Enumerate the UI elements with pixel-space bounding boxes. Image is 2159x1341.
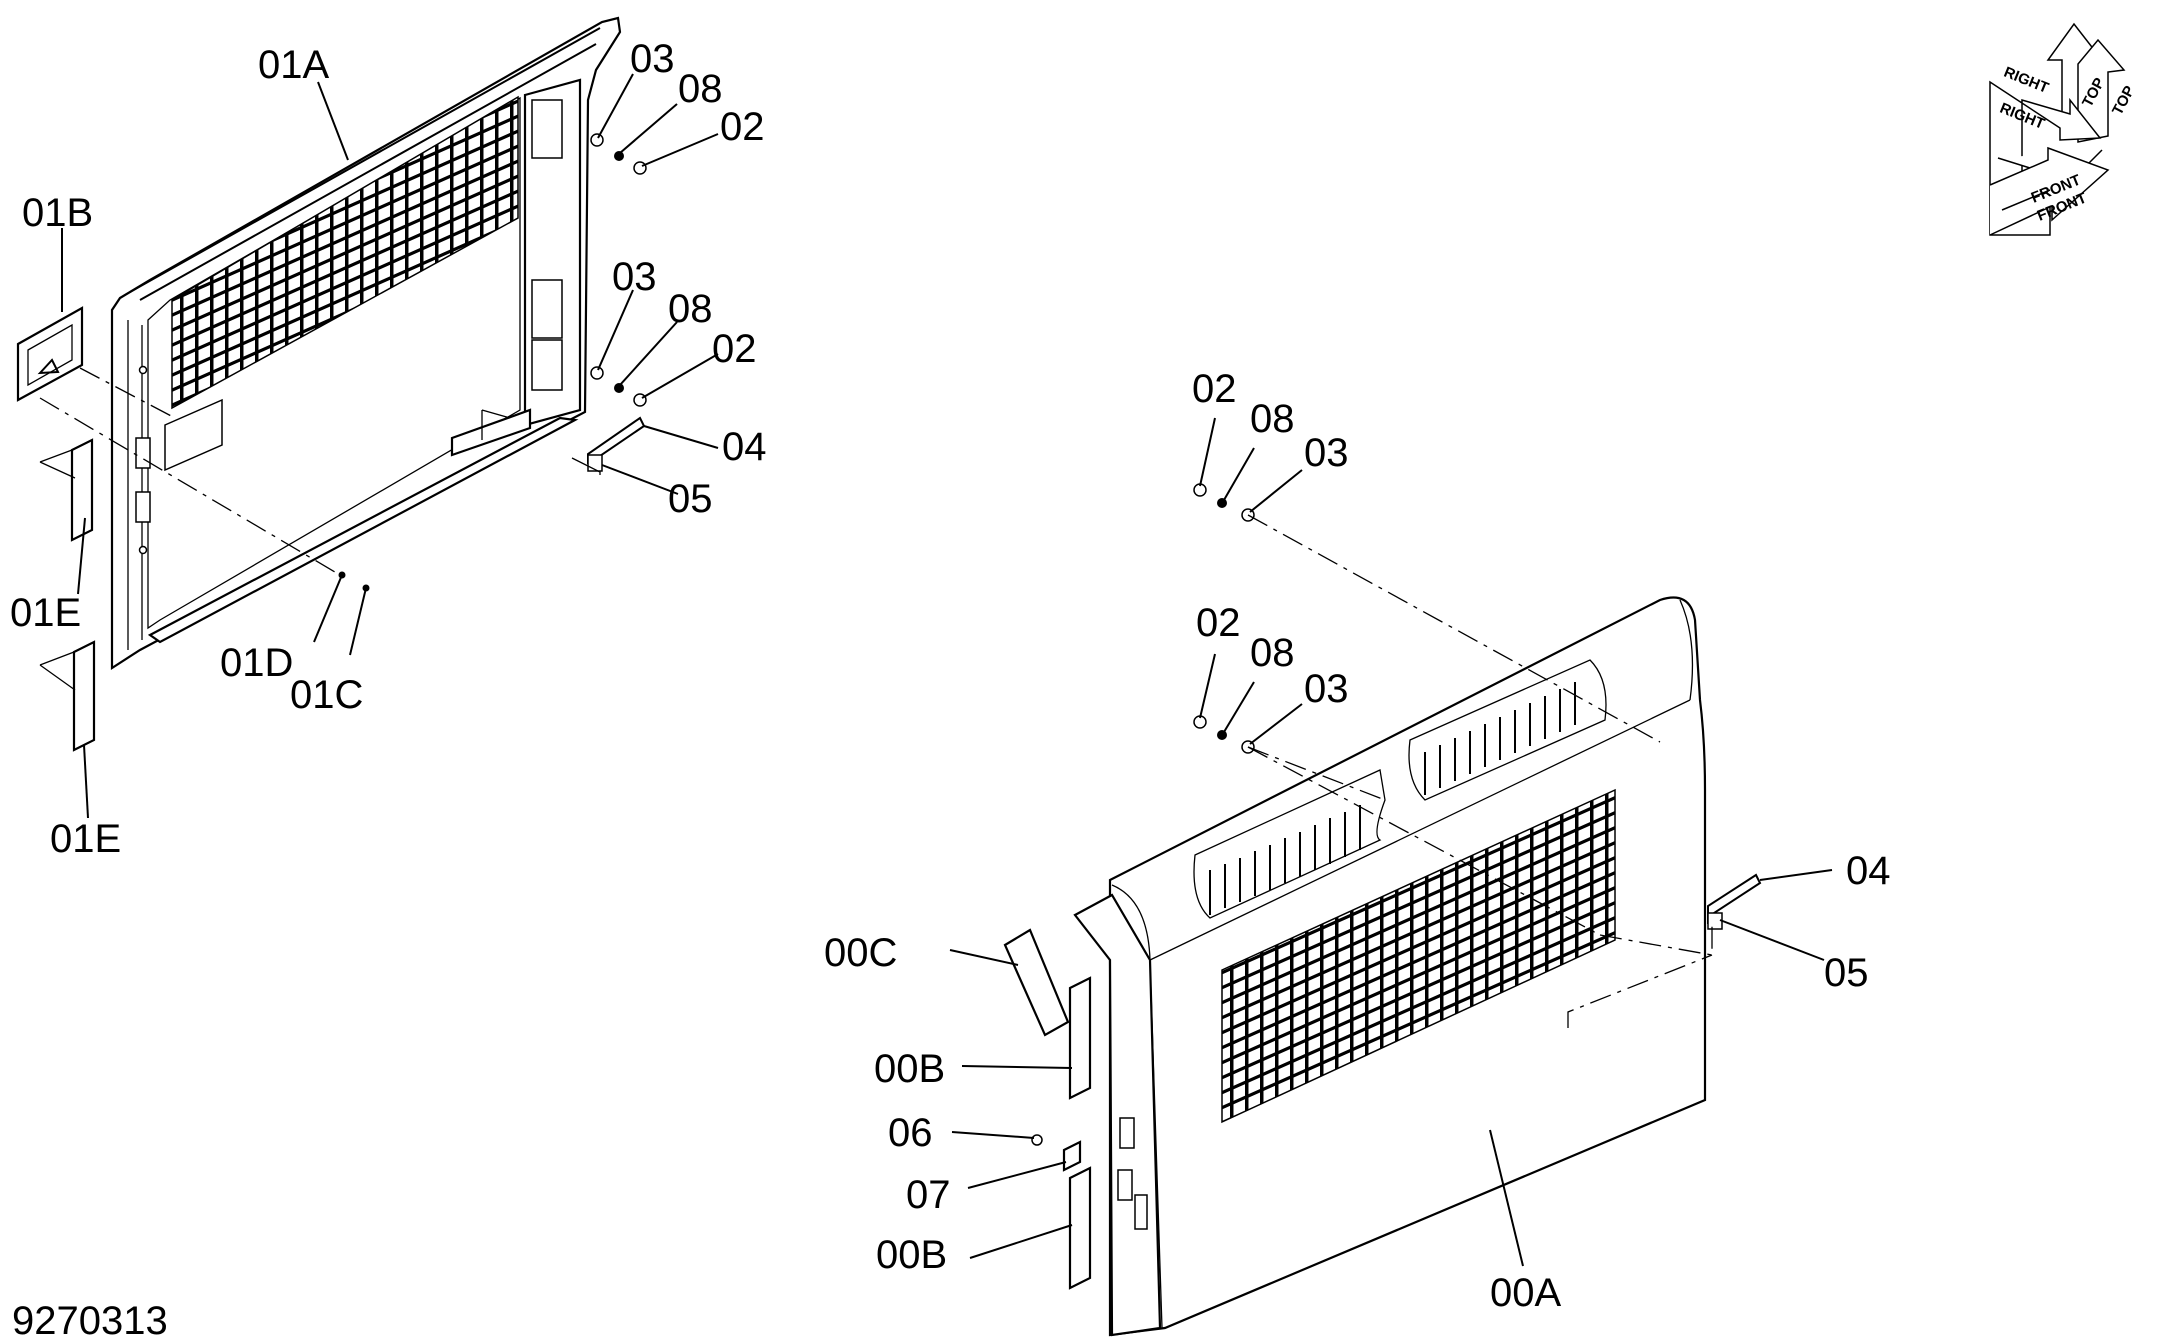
frame-01A-bracket <box>450 408 532 457</box>
callout-08-upper-1: 08 <box>678 67 723 111</box>
cover-assembly-00 <box>1073 596 1707 1337</box>
frame-01A-mesh <box>171 95 519 410</box>
part-00B-strip-upper <box>1068 976 1092 1100</box>
callout-08-lower-1: 08 <box>1250 397 1295 441</box>
callout-03-lower-1: 03 <box>1304 431 1349 475</box>
cover-00A-vents-right <box>1408 659 1607 801</box>
part-00B-strip-lower <box>1068 1166 1092 1290</box>
frame-assembly-01 <box>110 16 622 671</box>
orientation-label-top-back: TOP <box>2109 83 2138 118</box>
frame-01A-hole-2 <box>138 545 148 555</box>
callout-04-upper: 04 <box>722 425 767 469</box>
frame-01A-top-rim <box>129 27 601 301</box>
frame-01A-plate <box>164 398 223 472</box>
callout-02-upper-1: 02 <box>720 105 765 149</box>
callout-01E-upper: 01E <box>10 591 81 635</box>
leader-lines <box>61 73 1833 1267</box>
callout-01A: 01A <box>258 43 329 87</box>
part-01E-strip-upper <box>70 438 94 542</box>
callout-08-upper-2: 08 <box>668 287 713 331</box>
callout-00B-lower: 00B <box>876 1233 947 1277</box>
callout-02-lower-2: 02 <box>1196 601 1241 645</box>
frame-01A-latch-mid <box>531 279 563 339</box>
callout-06: 06 <box>888 1111 933 1155</box>
figure-id: 9270313 <box>12 1299 168 1341</box>
assembly-lines-upper <box>39 367 601 691</box>
orientation-indicator: RIGHT RIGHT FRONT FRONT TOP TOP <box>1989 22 2138 236</box>
callout-02-upper-2: 02 <box>712 327 757 371</box>
callout-05-upper: 05 <box>668 477 713 521</box>
frame-01A-latch-top <box>531 99 563 159</box>
callout-01E-lower: 01E <box>50 817 121 861</box>
callout-03-upper-2: 03 <box>612 255 657 299</box>
frame-01A-latch-low <box>531 339 563 391</box>
callout-01B: 01B <box>22 191 93 235</box>
cover-00A-slot-2 <box>1117 1169 1133 1201</box>
callout-labels: 01A 01B 01E 01E 01D 01C 03 08 02 03 08 0… <box>10 37 1891 1315</box>
assembly-lines-lower <box>1247 514 1713 1028</box>
callout-04-lower: 04 <box>1846 849 1891 893</box>
callout-00B-upper: 00B <box>874 1047 945 1091</box>
part-04-05-upper <box>587 416 646 472</box>
cover-00A-slot-3 <box>1134 1194 1148 1230</box>
fasteners-lower <box>1193 483 1255 754</box>
callout-03-upper-1: 03 <box>630 37 675 81</box>
part-01E-strips <box>70 438 96 752</box>
cover-00A-vents-left <box>1193 769 1386 919</box>
part-01E-strip-lower <box>72 640 96 752</box>
frame-01A-inner <box>147 96 521 630</box>
cover-00A-fold <box>1149 699 1691 961</box>
callout-00A: 00A <box>1490 1271 1561 1315</box>
callout-03-lower-2: 03 <box>1304 667 1349 711</box>
part-00C-strip <box>1003 928 1070 1037</box>
callout-05-lower: 05 <box>1824 951 1869 995</box>
frame-01A-bottom-bar <box>147 416 579 644</box>
part-04-05-lower <box>1707 873 1762 930</box>
callout-08-lower-2: 08 <box>1250 631 1295 675</box>
frame-01A-slot-1 <box>135 437 151 469</box>
orientation-label-right-back: RIGHT <box>2001 64 2051 97</box>
callout-02-lower-1: 02 <box>1192 367 1237 411</box>
callout-01C: 01C <box>290 673 363 717</box>
fasteners-upper <box>338 133 647 592</box>
orientation-front-arrow <box>1989 146 2110 236</box>
frame-01A-slot-2 <box>135 491 151 523</box>
part-01B-plate <box>16 306 84 402</box>
callout-00C: 00C <box>824 931 897 975</box>
frame-01A-left-flange <box>127 320 143 650</box>
frame-01A-hole-1 <box>138 365 148 375</box>
callout-01D: 01D <box>220 641 293 685</box>
cover-00A-slot-1 <box>1119 1117 1135 1149</box>
cover-00A-mesh <box>1221 788 1616 1124</box>
callout-07: 07 <box>906 1173 951 1217</box>
